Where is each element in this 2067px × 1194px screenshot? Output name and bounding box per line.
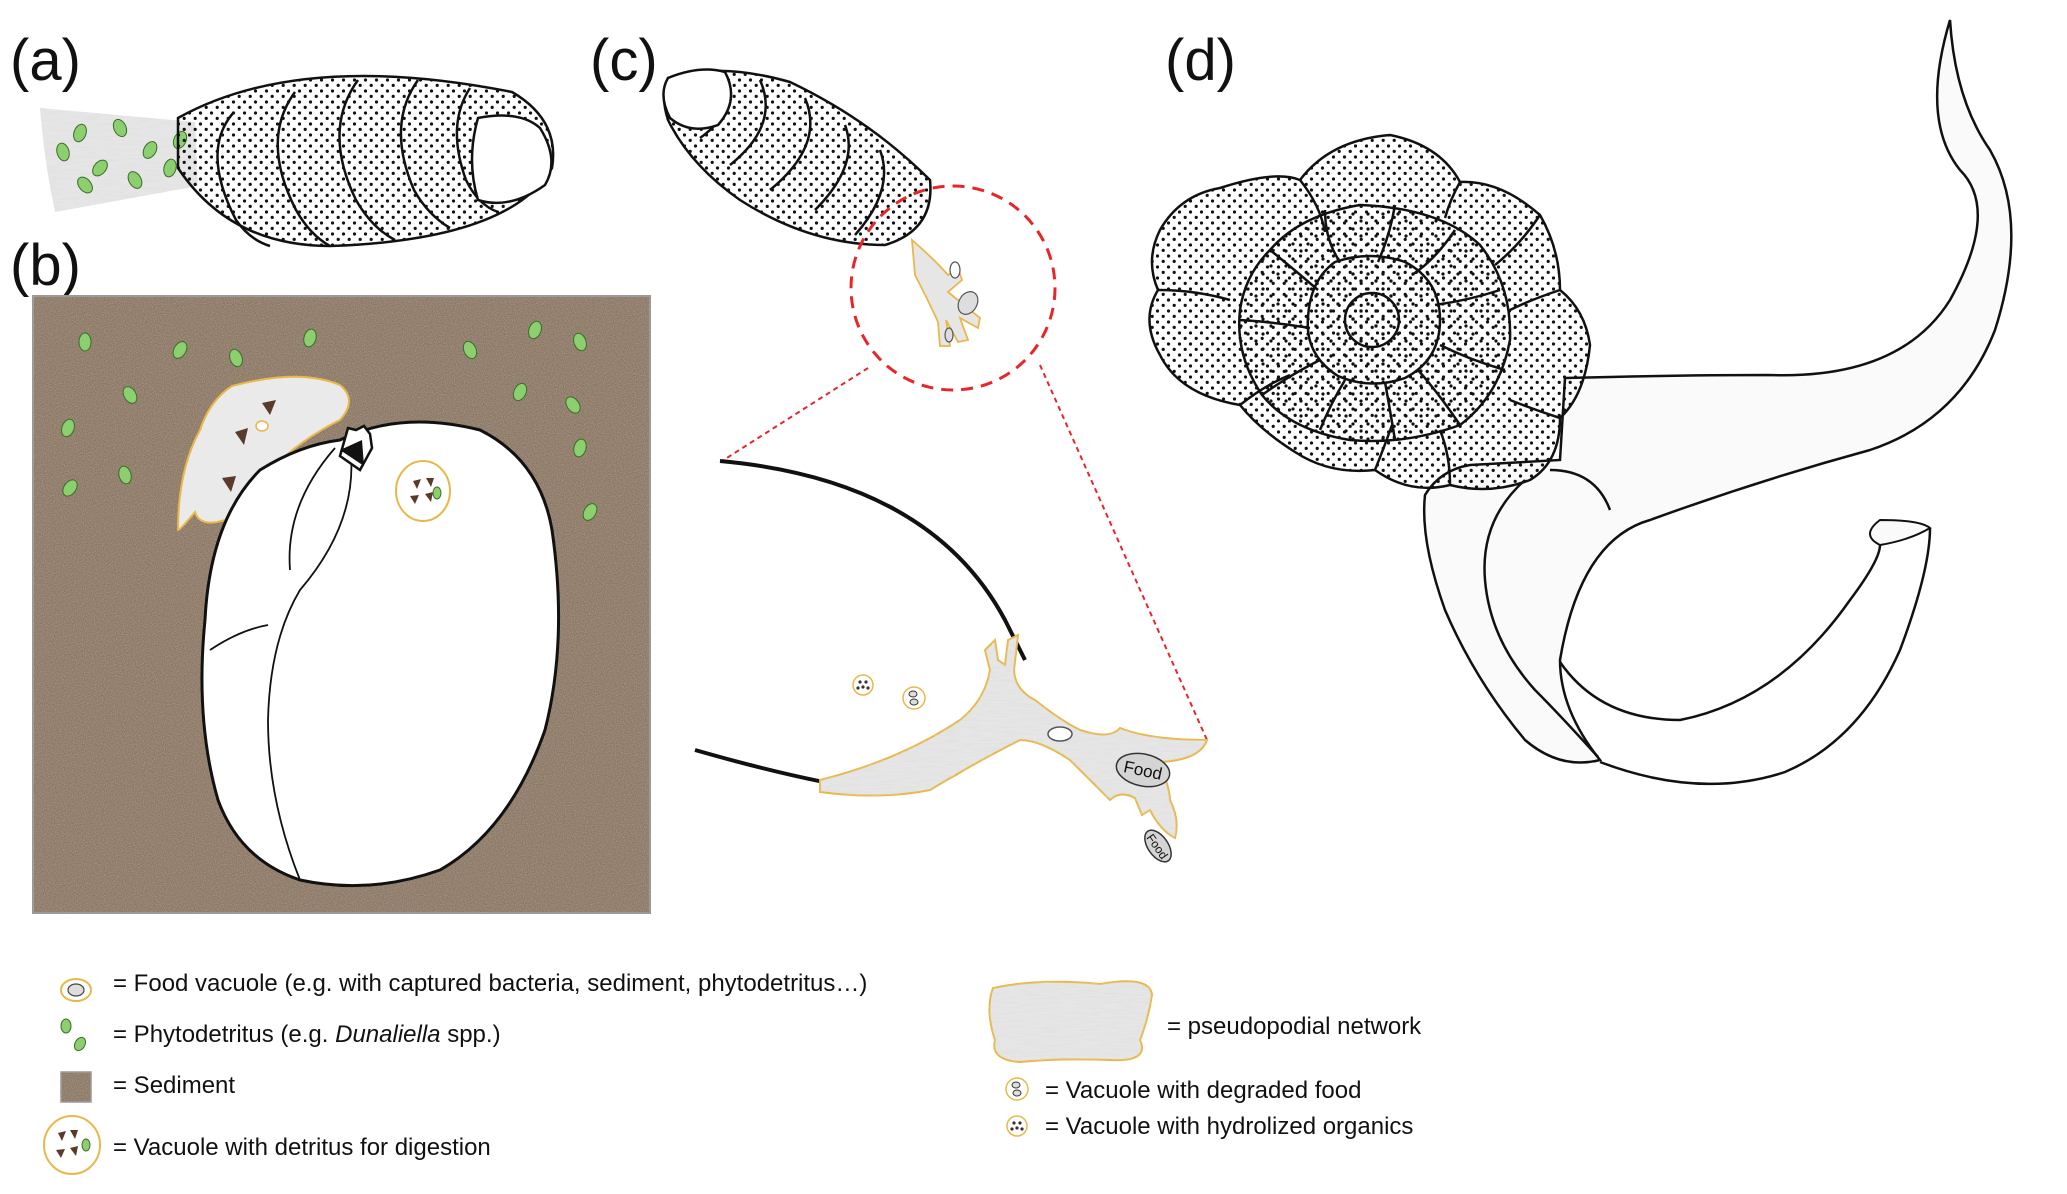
panel-d-proloculus: [1343, 291, 1401, 349]
panel-c: (c) Food Food: [590, 28, 1209, 863]
legend-phytodetritus: = Phytodetritus (e.g. Dunaliella spp.): [60, 1018, 501, 1052]
panel-b-phytodetritus-group: [61, 320, 598, 521]
legend-vacuole-hydrolized: = Vacuole with hydrolized organics: [1006, 1113, 1413, 1140]
legend-vacuole-detritus-text: = Vacuole with detritus for digestion: [113, 1134, 491, 1161]
panel-d-label: (d): [1165, 28, 1236, 93]
panel-c-small-pseudopods: [910, 237, 981, 347]
panel-a-phytodetritus-group: [56, 118, 188, 194]
legend-vacuole-degraded-icon: [1005, 1077, 1029, 1101]
panel-b-sutures: [209, 444, 353, 881]
legend-vacuole-hydrolized-text: = Vacuole with hydrolized organics: [1045, 1113, 1413, 1140]
legend-food-vacuole-text: = Food vacuole (e.g. with captured bacte…: [113, 970, 867, 997]
legend-sediment-text: = Sediment: [113, 1072, 235, 1099]
panel-c-final-chamber: [662, 68, 733, 130]
legend-sediment: = Sediment: [60, 1071, 235, 1103]
legend-food-vacuole: = Food vacuole (e.g. with captured bacte…: [60, 970, 867, 1002]
panel-a-final-chamber: [470, 114, 553, 205]
panel-a-chamber-sutures: [216, 79, 499, 248]
panel-c-vacuole-degraded: [902, 686, 926, 710]
panel-d: (d): [1148, 19, 2013, 786]
panel-b-vacuole-detritus: [395, 460, 451, 522]
panel-a-label: (a): [10, 28, 81, 93]
panel-c-food-vacuole-1: Food: [1115, 752, 1171, 788]
panel-c-zoom-test-upper: [719, 459, 1027, 661]
panel-c-zoom-line-left: [721, 367, 869, 462]
legend-vacuole-detritus: = Vacuole with detritus for digestion: [43, 1115, 491, 1175]
legend-vacuole-hydrolized-icon: [1006, 1115, 1028, 1137]
legend-pseudopodial-network: = pseudopodial network: [988, 980, 1422, 1064]
panel-a: (a): [10, 28, 555, 248]
panel-c-vacuole-hydrolized: [852, 674, 874, 696]
panel-c-label: (c): [590, 28, 658, 93]
legend-vacuole-detritus-icon: [43, 1115, 101, 1175]
legend-pseudopodial-network-text: = pseudopodial network: [1167, 1013, 1422, 1040]
panel-c-zoom-vacuole: [1047, 726, 1073, 742]
legend-phytodetritus-text: = Phytodetritus (e.g. Dunaliella spp.): [113, 1021, 501, 1048]
legend-phytodetritus-icon: [60, 1018, 72, 1034]
legend-vacuole-degraded-text: = Vacuole with degraded food: [1045, 1077, 1361, 1104]
panel-d-pseudopod: [1422, 19, 2013, 764]
panel-b-label: (b): [10, 233, 81, 298]
panel-b: (b): [10, 233, 651, 914]
legend-vacuole-degraded: = Vacuole with degraded food: [1005, 1077, 1361, 1104]
panel-c-zoom-line-right: [1039, 364, 1208, 741]
panel-c-test: [662, 69, 932, 247]
panel-c-zoom-circle: [849, 184, 1057, 392]
legend: = Food vacuole (e.g. with captured bacte…: [43, 970, 1422, 1175]
